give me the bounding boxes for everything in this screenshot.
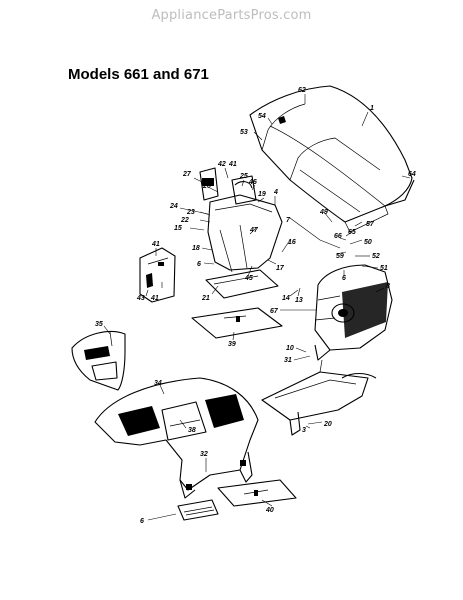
callout-13: 13 [295, 297, 303, 304]
page-title: Models 661 and 671 [68, 66, 209, 83]
floor-mat-39 [191, 307, 283, 339]
callout-67: 67 [270, 308, 279, 315]
callout-41c: 41 [150, 295, 159, 302]
callout-32: 32 [200, 451, 208, 458]
callout-51: 51 [380, 265, 388, 272]
callout-54: 54 [258, 113, 266, 120]
callout-47: 47 [249, 227, 259, 234]
callout-18: 18 [192, 245, 200, 252]
callout-45: 45 [244, 275, 253, 282]
callout-22: 22 [180, 217, 189, 224]
dash-panel [199, 167, 283, 273]
grille [314, 264, 393, 361]
callout-49: 49 [319, 209, 328, 216]
fender-34 [94, 377, 259, 499]
callout-21: 21 [201, 295, 210, 302]
callout-27: 27 [182, 171, 192, 178]
callout-14: 14 [282, 295, 290, 302]
callout-7: 7 [286, 217, 291, 224]
callout-6a: 6 [197, 261, 201, 268]
callout-39: 39 [228, 341, 236, 348]
callout-1: 1 [370, 105, 374, 112]
callout-35: 35 [95, 321, 103, 328]
callout-20: 20 [323, 421, 332, 428]
callout-64: 64 [408, 171, 416, 178]
callout-10: 10 [286, 345, 294, 352]
callout-8: 8 [386, 283, 390, 290]
side-bracket [139, 247, 176, 303]
plate-21 [205, 269, 279, 299]
callout-53: 53 [240, 129, 248, 136]
callout-65: 65 [348, 229, 356, 236]
callout-24: 24 [169, 203, 178, 210]
callout-25: 25 [239, 173, 248, 180]
callout-labels: 62 1 54 53 64 42 41 27 26 25 46 19 4 24 … [95, 87, 416, 525]
callout-57: 57 [366, 221, 375, 228]
callout-19: 19 [258, 191, 266, 198]
fender-35 [71, 330, 126, 391]
callout-41b: 41 [151, 241, 160, 248]
callout-50: 50 [364, 239, 372, 246]
callout-41a: 41 [228, 161, 237, 168]
callout-66: 66 [334, 233, 342, 240]
callout-52: 52 [372, 253, 380, 260]
leader-lines [103, 94, 411, 521]
callout-38: 38 [188, 427, 196, 434]
callout-46: 46 [248, 179, 257, 186]
callout-62: 62 [298, 87, 306, 94]
callout-17: 17 [276, 265, 285, 272]
callout-31: 31 [284, 357, 292, 364]
callout-15: 15 [174, 225, 182, 232]
step-plate [177, 499, 219, 521]
callout-4: 4 [273, 189, 278, 196]
callout-23: 23 [186, 209, 195, 216]
foot-rest-40 [217, 479, 297, 507]
callout-6b: 6 [342, 275, 346, 282]
callout-43: 43 [136, 295, 145, 302]
callout-59: 59 [336, 253, 344, 260]
frame [261, 359, 377, 436]
hood [249, 85, 415, 233]
callout-34: 34 [154, 380, 162, 387]
watermark: AppliancePartsPros.com [151, 8, 312, 23]
callout-26: 26 [202, 183, 211, 190]
callout-42: 42 [217, 161, 226, 168]
callout-3: 3 [302, 427, 306, 434]
callout-16: 16 [288, 239, 296, 246]
callout-6c: 6 [140, 518, 144, 525]
callout-40: 40 [265, 507, 274, 514]
